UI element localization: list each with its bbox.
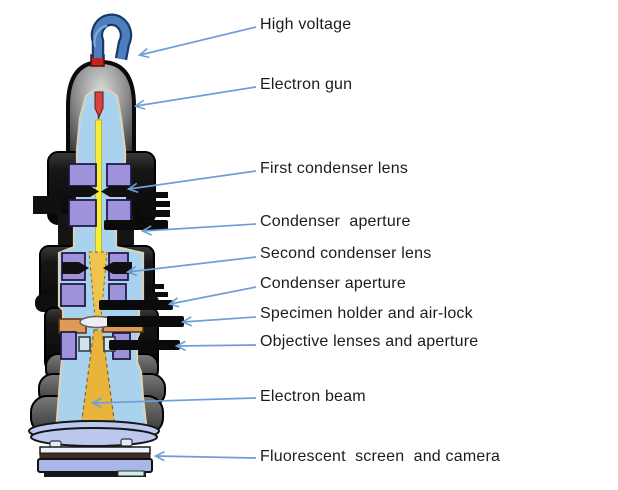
leader-arrow-fluorescent-screen — [153, 450, 257, 462]
high-voltage-cable — [90, 13, 133, 61]
electron-beam-line — [95, 119, 102, 255]
specimen-holder-rod — [107, 316, 184, 327]
specimen-holder — [58, 315, 144, 334]
leader-arrow-condenser-aperture-2 — [167, 286, 257, 308]
label-high-voltage: High voltage — [260, 16, 352, 33]
leader-arrow-objective — [174, 340, 257, 352]
leader-arrow-first-condenser — [126, 170, 257, 194]
condenser-aperture-rod-2 — [99, 300, 173, 310]
label-condenser-aperture-1: Condenser aperture — [260, 213, 411, 230]
label-specimen-holder: Specimen holder and air-lock — [260, 305, 473, 322]
label-electron-beam: Electron beam — [260, 388, 366, 405]
electron-filament — [94, 91, 104, 119]
label-objective: Objective lenses and aperture — [260, 333, 479, 350]
leader-arrows — [90, 26, 257, 462]
label-first-condenser: First condenser lens — [260, 160, 409, 177]
objective-aperture-rod — [109, 340, 180, 350]
leader-arrow-specimen-holder — [180, 316, 257, 327]
leader-arrow-electron-gun — [133, 86, 257, 110]
leader-arrow-electron-beam — [90, 397, 257, 408]
fluorescent-screen — [37, 446, 153, 477]
leader-arrow-condenser-aperture-1 — [140, 223, 257, 236]
label-condenser-aperture-2: Condenser aperture — [260, 275, 406, 292]
second-condenser-lens — [60, 252, 132, 307]
leader-arrow-second-condenser — [125, 256, 257, 277]
label-electron-gun: Electron gun — [260, 76, 353, 93]
label-fluorescent-screen: Fluorescent screen and camera — [260, 448, 501, 465]
label-second-condenser: Second condenser lens — [260, 245, 432, 262]
leader-arrow-high-voltage — [137, 26, 257, 59]
condenser-aperture-rod-1 — [104, 220, 168, 230]
base-collar — [28, 420, 160, 449]
